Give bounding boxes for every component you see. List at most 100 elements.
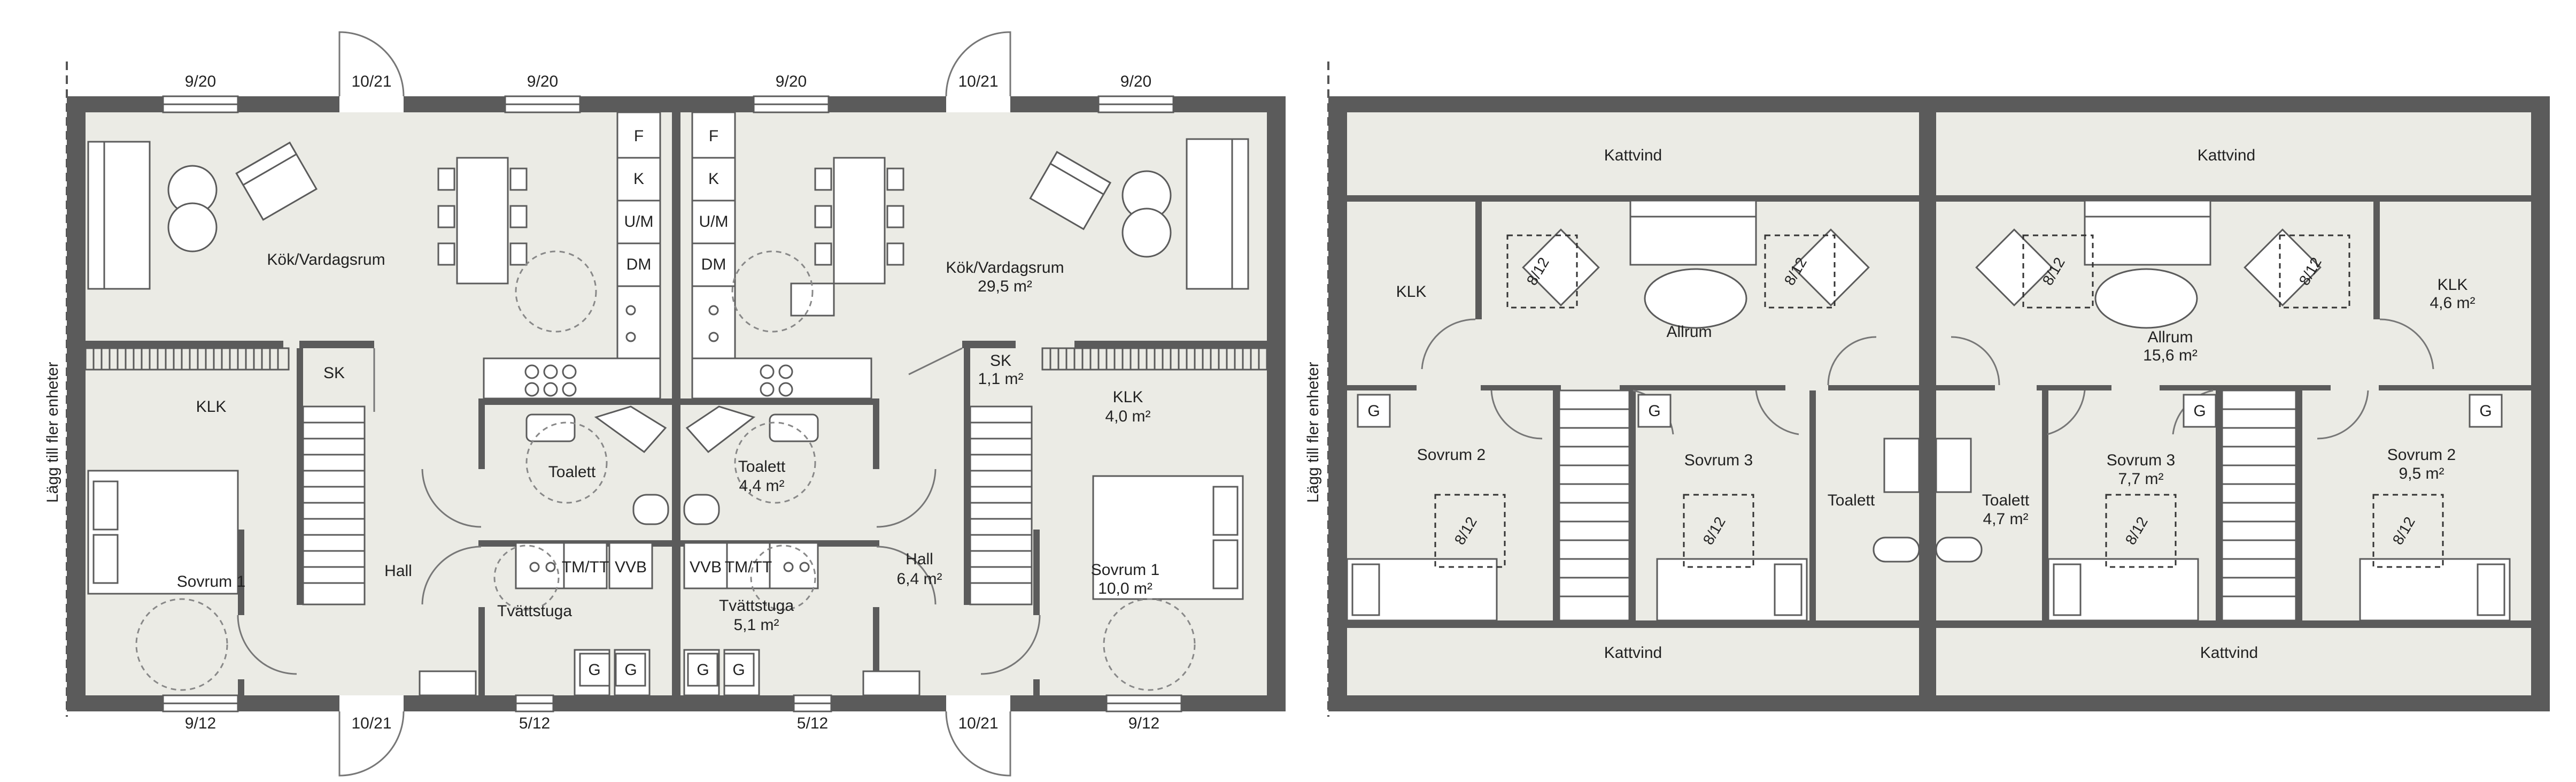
room-area: 15,6 m² bbox=[2143, 347, 2198, 364]
appliance-label-dishwasher: DM bbox=[701, 256, 726, 273]
window-label: 9/12 bbox=[185, 715, 216, 732]
room-area: 6,4 m² bbox=[896, 570, 942, 588]
room-label-bedroom-2: Sovrum 2 bbox=[1417, 446, 1486, 464]
window-label: 9/20 bbox=[185, 73, 216, 90]
ground-stairs bbox=[302, 405, 1033, 605]
ground-wardrobes bbox=[84, 347, 1268, 371]
room-label-closet: KLK bbox=[2438, 276, 2468, 294]
room-label-laundry: Tvättstuga bbox=[497, 602, 572, 620]
room-area: 29,5 m² bbox=[978, 278, 1032, 295]
room-label-storage: SK bbox=[323, 364, 345, 382]
ground-top-windows bbox=[162, 95, 1174, 113]
upper-skylights bbox=[1434, 234, 2444, 568]
appliance-label-washer-dryer: TM/TT bbox=[725, 558, 772, 576]
ground-top-doors bbox=[338, 31, 1011, 112]
room-label-toilet: Toalett bbox=[1982, 492, 2030, 509]
room-area: 7,7 m² bbox=[2118, 470, 2163, 488]
appliance-label-fridge: F bbox=[634, 127, 644, 145]
door-label: 10/21 bbox=[351, 73, 391, 90]
add-units-label[interactable]: Lägg till fler enheter bbox=[1304, 362, 1322, 503]
room-area: 1,1 m² bbox=[978, 370, 1023, 388]
g-label: G bbox=[1367, 402, 1380, 420]
window-label: 5/12 bbox=[519, 715, 550, 732]
window-label: 9/20 bbox=[776, 73, 807, 90]
room-label-laundry: Tvättstuga bbox=[719, 597, 794, 615]
upper-floor: Kattvind Kattvind Kattvind Kattvind KLK … bbox=[1327, 62, 2550, 717]
room-label-closet: KLK bbox=[196, 398, 227, 416]
room-area: 4,6 m² bbox=[2430, 294, 2475, 312]
upper-floor-area bbox=[1347, 110, 2534, 698]
room-area: 4,0 m² bbox=[1105, 408, 1150, 425]
ground-turning-circles bbox=[135, 250, 1196, 691]
ground-labels: 9/20 9/20 9/20 9/20 10/21 10/21 9/12 5/1… bbox=[177, 73, 1159, 732]
appliance-label-washer-dryer: TM/TT bbox=[562, 558, 609, 576]
g-label: G bbox=[2479, 402, 2492, 420]
window-label: 9/20 bbox=[527, 73, 558, 90]
room-label-kitchen-living: Kök/Vardagsrum bbox=[267, 251, 385, 269]
room-label-kitchen-living: Kök/Vardagsrum bbox=[946, 259, 1064, 277]
appliance-label-oven: U/M bbox=[699, 213, 729, 231]
ground-bottom-doors bbox=[338, 695, 1011, 777]
upper-stair-treads bbox=[1559, 408, 2296, 597]
appliance-label-water-heater: VVB bbox=[690, 558, 722, 576]
window-label: 9/20 bbox=[1120, 73, 1151, 90]
ground-floor: F K U/M DM F K U/M DM bbox=[66, 31, 1286, 777]
ground-appliance-cells bbox=[617, 157, 735, 287]
ground-bottom-windows bbox=[162, 694, 1182, 712]
room-area: 4,4 m² bbox=[739, 477, 784, 495]
upper-g-cells bbox=[1357, 394, 2503, 428]
ground-stoves bbox=[524, 305, 793, 397]
door-label: 10/21 bbox=[351, 715, 391, 732]
room-area: 10,0 m² bbox=[1098, 580, 1152, 597]
room-label-toilet: Toalett bbox=[548, 463, 596, 481]
room-label-attic: Kattvind bbox=[2200, 644, 2258, 662]
room-label-family-room: Allrum bbox=[1666, 323, 1712, 341]
window-label: 9/12 bbox=[1128, 715, 1159, 732]
room-label-hall: Hall bbox=[384, 562, 412, 580]
upper-furniture bbox=[1346, 200, 2511, 622]
g-label: G bbox=[624, 661, 637, 679]
appliance-label-freezer: K bbox=[708, 170, 719, 188]
room-label-storage: SK bbox=[990, 352, 1011, 370]
room-label-attic: Kattvind bbox=[2198, 147, 2255, 164]
appliance-label-dishwasher: DM bbox=[626, 256, 652, 273]
room-label-bedroom: Sovrum 1 bbox=[177, 573, 245, 591]
ground-g-cells bbox=[579, 653, 755, 687]
room-label-toilet: Toalett bbox=[738, 458, 786, 476]
add-units-label[interactable]: Lägg till fler enheter bbox=[44, 362, 61, 503]
window-label: 5/12 bbox=[797, 715, 828, 732]
room-label-bedroom: Sovrum 1 bbox=[1091, 561, 1159, 579]
room-label-bedroom-2: Sovrum 2 bbox=[2387, 446, 2456, 464]
ground-kitchen-counters bbox=[483, 111, 872, 400]
room-label-closet: KLK bbox=[1113, 388, 1143, 406]
door-label: 10/21 bbox=[958, 73, 998, 90]
ground-appliance-labels: F K U/M DM F K U/M DM bbox=[624, 127, 729, 273]
room-label-attic: Kattvind bbox=[1604, 644, 1662, 662]
room-area: 4,7 m² bbox=[1983, 510, 2028, 528]
g-label: G bbox=[697, 661, 709, 679]
appliance-label-water-heater: VVB bbox=[615, 558, 647, 576]
upper-stairs bbox=[1558, 389, 2297, 622]
room-label-bedroom-3: Sovrum 3 bbox=[1684, 451, 1753, 469]
g-label: G bbox=[2193, 402, 2206, 420]
ground-stair-treads bbox=[303, 421, 1032, 584]
g-label: G bbox=[1648, 402, 1660, 420]
g-label: G bbox=[732, 661, 745, 679]
room-label-toilet: Toalett bbox=[1828, 492, 1875, 509]
upper-labels: Kattvind Kattvind Kattvind Kattvind KLK … bbox=[1367, 147, 2492, 662]
ground-inner-doors bbox=[237, 347, 1041, 675]
ground-furniture bbox=[87, 138, 1249, 696]
room-label-family-room: Allrum bbox=[2147, 328, 2193, 346]
appliance-label-fridge: F bbox=[709, 127, 718, 145]
room-area: 9,5 m² bbox=[2399, 465, 2444, 482]
appliance-label-freezer: K bbox=[633, 170, 644, 188]
appliance-label-oven: U/M bbox=[624, 213, 654, 231]
room-label-bedroom-3: Sovrum 3 bbox=[2107, 451, 2175, 469]
room-label-attic: Kattvind bbox=[1604, 147, 1662, 164]
door-label: 10/21 bbox=[958, 715, 998, 732]
upper-walls bbox=[1328, 96, 2550, 711]
g-label: G bbox=[588, 661, 600, 679]
room-area: 5,1 m² bbox=[733, 616, 779, 634]
room-label-hall: Hall bbox=[906, 550, 933, 568]
